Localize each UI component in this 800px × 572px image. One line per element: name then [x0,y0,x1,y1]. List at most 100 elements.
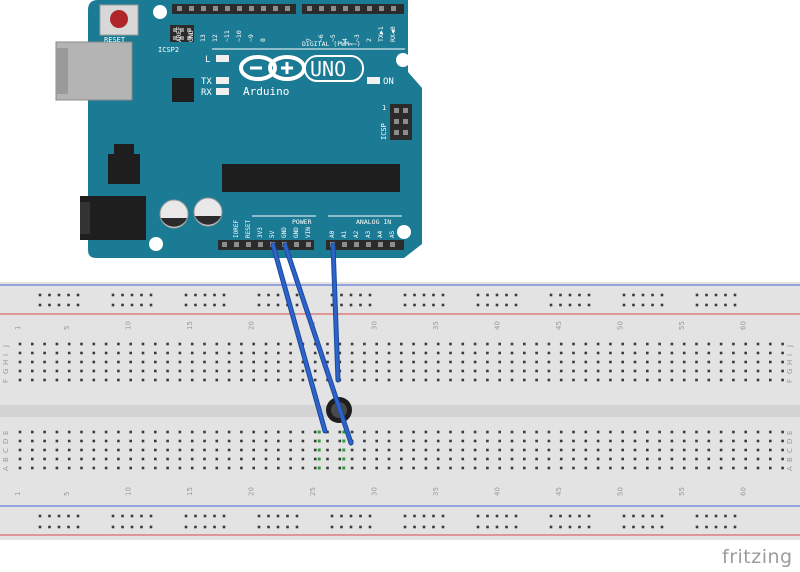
breadboard-hole [43,466,46,470]
rail-hole [578,303,581,307]
breadboard-hole [486,457,489,461]
breadboard-hole [215,448,219,452]
breadboard-hole [289,439,292,443]
rail-hole [578,514,581,518]
breadboard-hole [215,369,219,373]
breadboard-hole [31,448,34,452]
breadboard-hole [166,430,169,434]
rail-hole [184,514,188,518]
breadboard-hole [104,369,108,373]
rail-hole [568,293,572,297]
rail-hole [514,525,518,529]
rail-hole [359,303,362,307]
breadboard-hole [252,360,255,364]
breadboard-hole [781,351,784,355]
breadboard-hole [486,360,489,364]
breadboard-hole [572,351,575,355]
rail-hole [413,303,416,307]
breadboard-hole [326,351,329,355]
breadboard-hole [55,457,59,461]
rail-hole [295,525,299,529]
column-number: 55 [678,487,686,496]
breadboard-hole [621,342,624,346]
wire-gnd[interactable] [283,243,353,445]
breadboard-hole [277,448,280,452]
wire-5v[interactable] [271,243,327,433]
rail-hole [622,525,626,529]
breadboard: 1155101015152020252530303535404045455050… [0,282,800,540]
breadboard-hole [682,360,686,364]
breadboard-hole [781,430,784,434]
column-number: 35 [432,321,440,330]
breadboard-hole [523,351,526,355]
rail-hole [622,514,626,518]
wire-a0[interactable] [331,243,340,382]
breadboard-hole [301,360,305,364]
breadboard-hole [18,360,22,364]
breadboard-hole [572,430,575,434]
rail-hole [48,525,51,529]
usb-chip [172,78,194,102]
breadboard-hole [31,351,34,355]
breadboard-hole [387,378,391,382]
breadboard-hole [400,369,403,373]
rail-hole [714,293,718,297]
reset-button-cap[interactable] [110,10,128,28]
breadboard-hole [719,448,723,452]
rail-hole [121,514,124,518]
breadboard-hole [781,439,784,443]
rail-hole [495,303,499,307]
breadboard-hole [203,466,206,470]
breadboard-hole [559,351,563,355]
breadboard-hole [387,369,391,373]
column-number: 55 [678,321,686,330]
breadboard-hole [769,360,772,364]
led-on [367,77,380,84]
breadboard-hole [670,457,674,461]
breadboard-hole [572,342,575,346]
analog-pin-label: A1 [341,230,348,238]
breadboard-hole [104,457,108,461]
rail-hole [140,525,143,529]
breadboard-hole [682,457,686,461]
breadboard-hole [670,360,674,364]
breadboard-hole [719,466,723,470]
rail-hole [641,525,645,529]
row-letter: D [2,439,10,444]
rail-hole [486,293,489,297]
breadboard-hole [424,430,428,434]
rail-hole [340,514,343,518]
analog-pin-label: A0 [329,230,336,238]
breadboard-hole [178,360,182,364]
breadboard-hole [117,466,120,470]
rail-hole [578,525,581,529]
breadboard-hole [670,369,674,373]
rail-hole [724,525,727,529]
breadboard-hole [596,369,600,373]
breadboard-hole [387,430,391,434]
breadboard-hole [363,342,366,346]
breadboard-hole [510,360,514,364]
breadboard-hole [769,448,772,452]
column-number: 10 [125,487,133,496]
breadboard-hole [584,351,588,355]
breadboard-hole [609,342,612,346]
breadboard-hole [781,360,784,364]
breadboard-hole [326,448,329,452]
rail-hole [57,303,61,307]
rail-hole [505,303,508,307]
rail-hole [276,293,280,297]
breadboard-hole [363,430,366,434]
breadboard-hole [473,430,477,434]
breadboard-hole [756,466,760,470]
breadboard-hole [449,439,452,443]
breadboard-hole [387,448,391,452]
breadboard-hole [141,342,145,346]
breadboard-hole [227,430,231,434]
breadboard-hole [178,466,182,470]
breadboard-hole [695,448,698,452]
rail-hole [549,525,553,529]
breadboard-hole [756,430,760,434]
breadboard-hole [523,457,526,461]
